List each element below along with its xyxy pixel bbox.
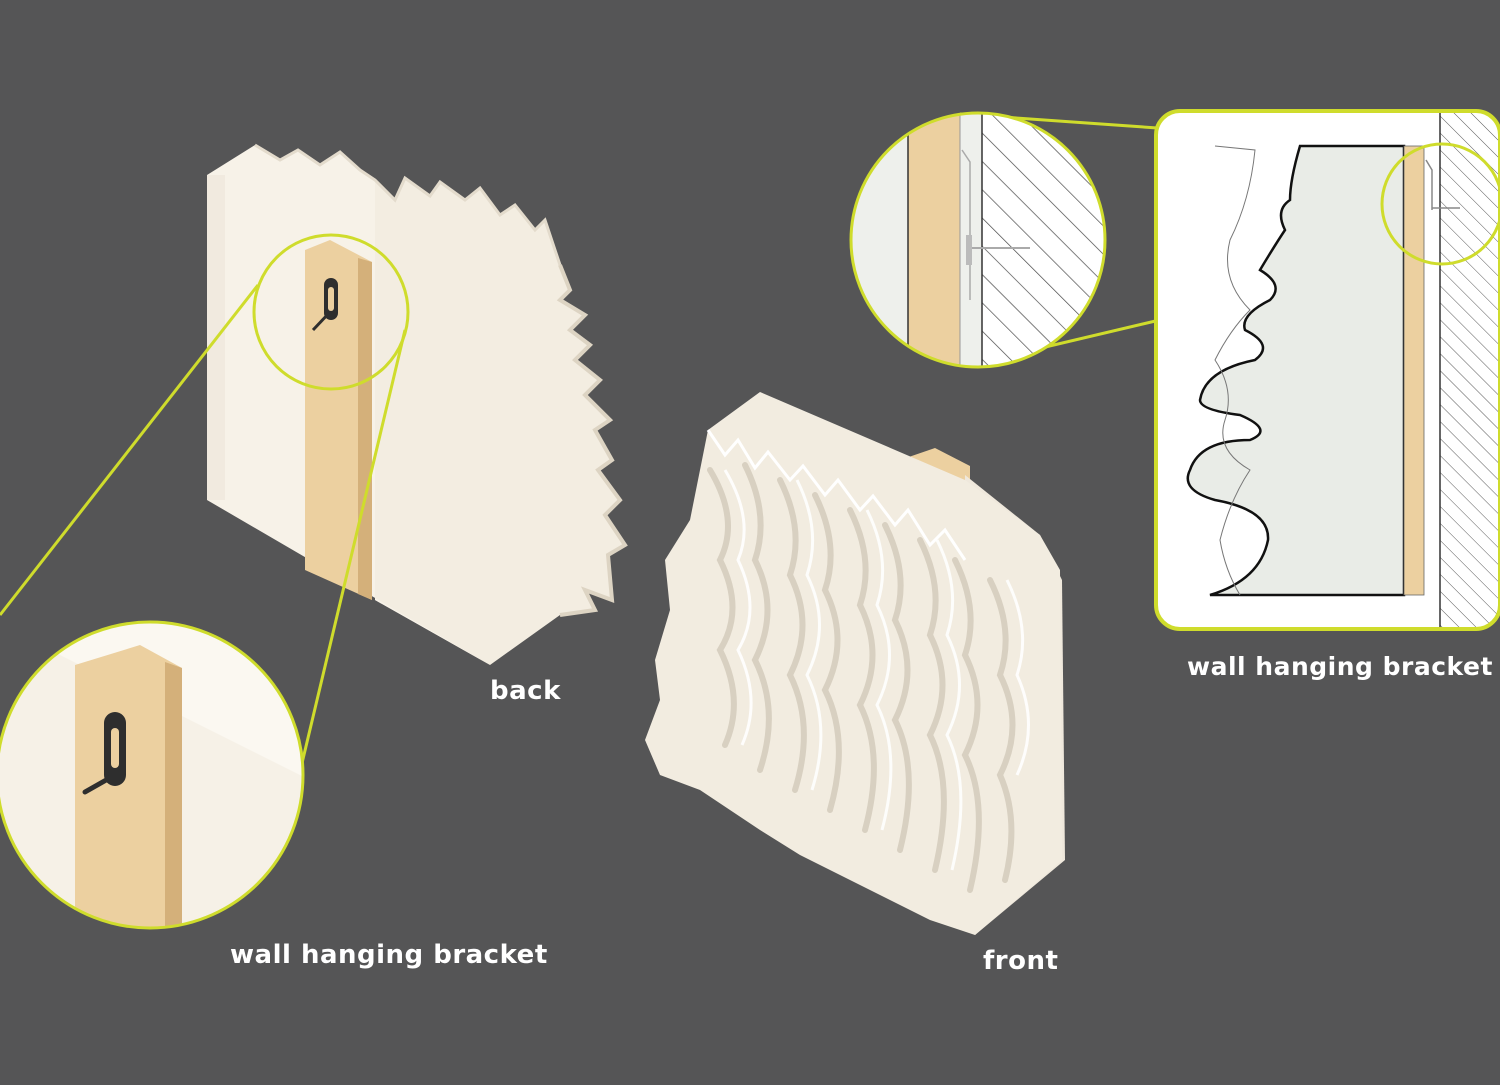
- front-ridges: [707, 462, 1016, 893]
- front-panel: [645, 392, 1065, 935]
- callout-connector: [0, 284, 260, 616]
- bracket-label-left: wall hanging bracket: [230, 940, 548, 970]
- callout-connector: [296, 329, 407, 781]
- back-bracket-hook: [311, 278, 338, 332]
- section-panel: [1154, 109, 1500, 631]
- back-wood-strip: [305, 240, 372, 600]
- back-callout-ring: [252, 233, 410, 391]
- section-callout-ring: [1380, 142, 1500, 266]
- back-panel: [207, 143, 628, 665]
- bracket-detail-ring: [0, 620, 305, 930]
- section-detail-ring: [849, 111, 1107, 369]
- back-label: back: [490, 676, 561, 706]
- section-detail-circle: [851, 113, 1105, 367]
- back-panel-side: [375, 178, 625, 665]
- front-panel-face: [645, 392, 1062, 935]
- bracket-detail-circle: [0, 622, 303, 928]
- front-label: front: [983, 946, 1059, 976]
- bracket-label-right: wall hanging bracket: [1187, 652, 1493, 681]
